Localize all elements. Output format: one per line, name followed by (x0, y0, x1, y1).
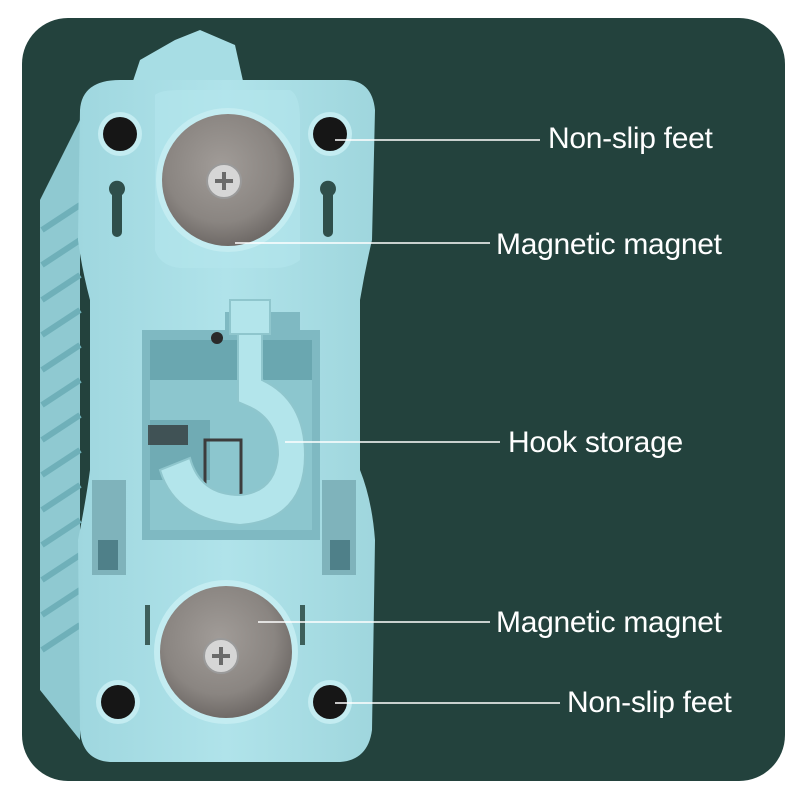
storage-hook (158, 299, 307, 527)
small-slot (145, 605, 150, 645)
bottom-non-slip-feet (96, 680, 352, 724)
side-slots (92, 480, 356, 575)
top-non-slip-feet (98, 112, 352, 156)
top-handle (130, 30, 245, 90)
label-hook-storage: Hook storage (508, 426, 683, 459)
label-non-slip-feet-bottom: Non-slip feet (567, 686, 732, 719)
label-magnetic-magnet-bottom: Magnetic magnet (496, 606, 722, 639)
callout-lines (235, 139, 560, 704)
small-slot (300, 605, 305, 645)
bottom-magnet (154, 580, 298, 724)
side-fins (40, 120, 82, 740)
top-magnet (156, 108, 300, 252)
label-non-slip-feet-top: Non-slip feet (548, 122, 713, 155)
label-magnetic-magnet-top: Magnetic magnet (496, 228, 722, 261)
keyhole-slots (109, 180, 336, 237)
